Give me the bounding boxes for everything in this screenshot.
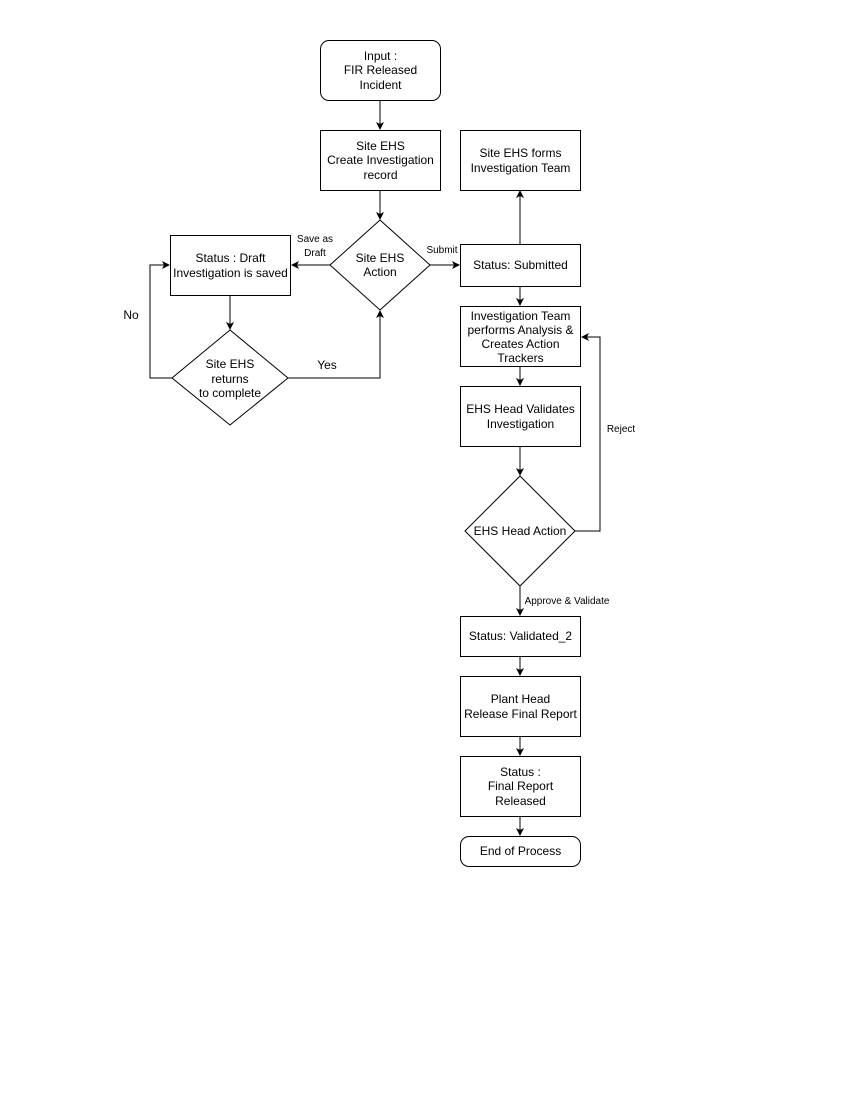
no-label: No: [123, 308, 139, 322]
reject-label: Reject: [606, 424, 636, 435]
ehs-head-action-label: EHS Head Action: [473, 523, 567, 538]
arrow-returns-yes: [288, 310, 384, 379]
arrow-returns-no-loop: [149, 261, 172, 379]
approve-validate-label: Approve & Validate: [524, 596, 610, 607]
draft-status-node: Status : Draft Investigation is saved: [170, 235, 291, 296]
save-as-draft-label: Save as Draft: [296, 234, 334, 259]
final-status-node: Status : Final Report Released: [460, 756, 581, 817]
analysis-node: Investigation Team performs Analysis & C…: [460, 306, 581, 367]
forms-team-node: Site EHS forms Investigation Team: [460, 130, 581, 191]
site-ehs-returns-label: Site EHS returns to complete: [198, 357, 262, 401]
submitted-status-node: Status: Submitted: [460, 244, 581, 287]
validates-node: EHS Head Validates Investigation: [460, 386, 581, 447]
yes-label: Yes: [317, 358, 337, 372]
submit-label: Submit: [426, 245, 458, 256]
site-ehs-action-label: Site EHS Action: [355, 250, 405, 280]
validated-status-node: Status: Validated_2: [460, 616, 581, 657]
plant-head-node: Plant Head Release Final Report: [460, 676, 581, 737]
input-node: Input : FIR Released Incident: [320, 40, 441, 101]
arrow-reject-loop: [575, 333, 601, 532]
create-investigation-node: Site EHS Create Investigation record: [320, 130, 441, 191]
end-node: End of Process: [460, 836, 581, 867]
site-ehs-returns-diamond: [171, 329, 289, 426]
